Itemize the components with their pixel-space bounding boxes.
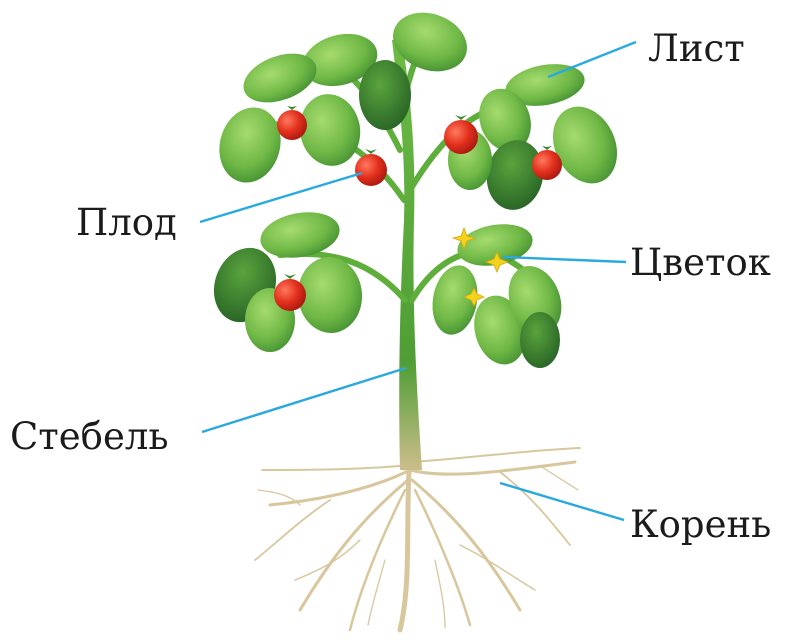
leader-line-stem <box>202 368 406 432</box>
label-leaf: Лист <box>648 30 745 67</box>
leader-line-fruit <box>200 173 362 222</box>
leader-line-root <box>500 483 624 520</box>
label-fruit: Плод <box>76 204 177 241</box>
label-flower: Цветок <box>630 244 771 281</box>
roots <box>255 448 580 630</box>
label-stem: Стебель <box>10 418 169 455</box>
label-root: Корень <box>630 506 771 543</box>
leader-line-flower <box>503 257 626 262</box>
leaves <box>204 3 629 371</box>
leader-line-leaf <box>548 42 636 77</box>
